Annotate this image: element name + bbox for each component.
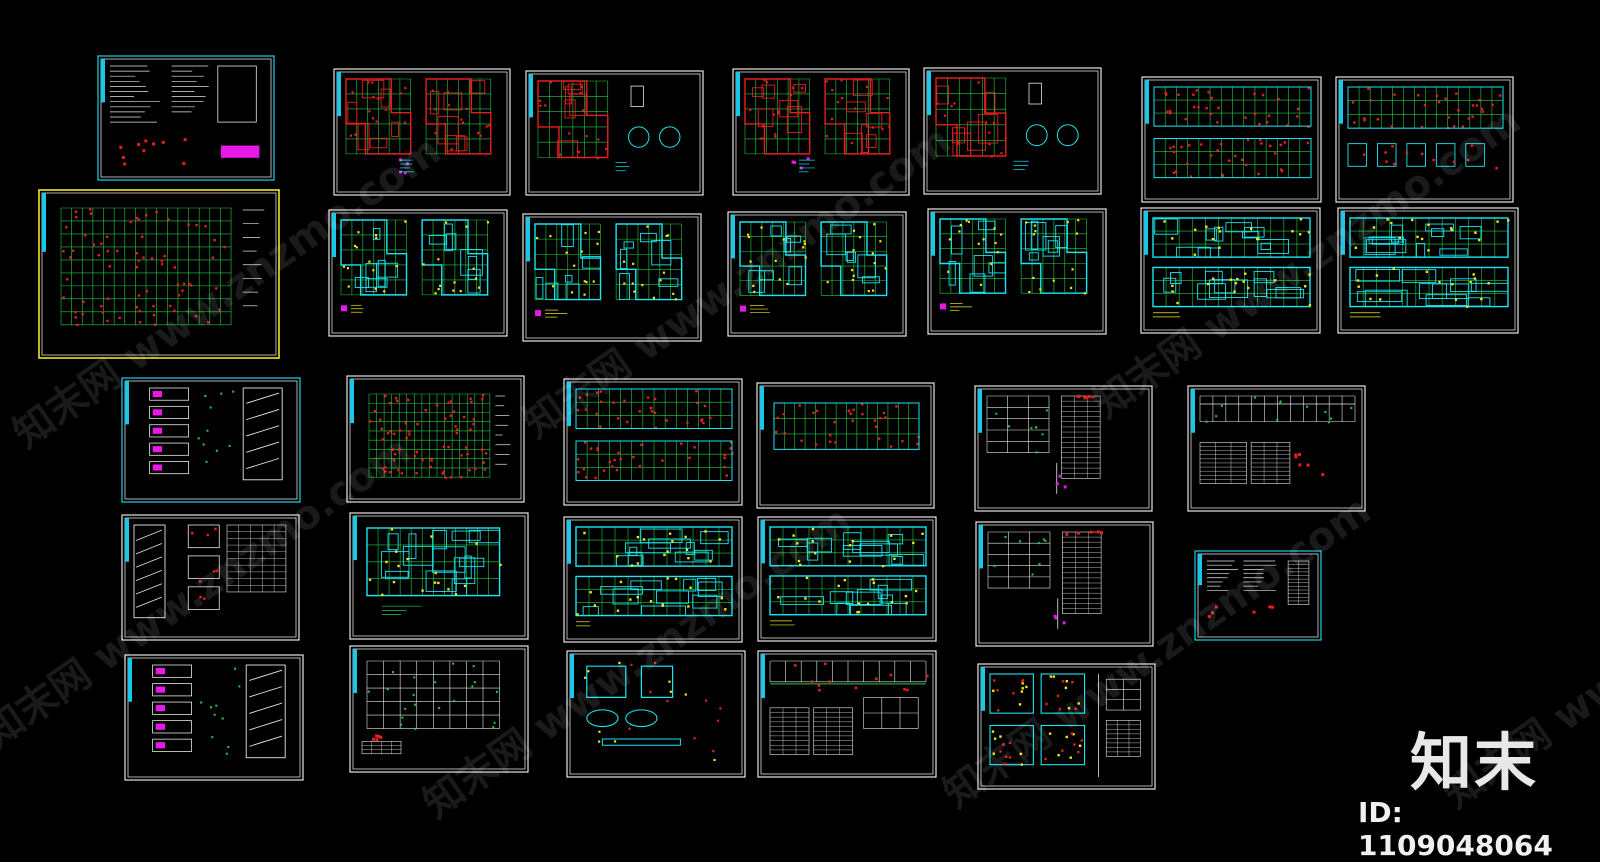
drawing-sheet-s14 (1337, 207, 1519, 334)
drawing-sheet-s26 (975, 521, 1154, 647)
drawing-sheet-s08 (1335, 76, 1514, 203)
drawing-sheet-s16 (121, 514, 300, 641)
drawing-sheet-s17 (124, 654, 304, 781)
drawing-sheet-s09 (328, 209, 508, 337)
drawing-sheet-s07 (1141, 76, 1322, 203)
drawing-sheet-s25 (757, 516, 937, 642)
drawing-sheet-s30 (757, 650, 937, 778)
drawing-sheet-s01 (97, 55, 275, 181)
drawing-sheet-s18 (346, 375, 525, 503)
drawing-sheet-s21 (974, 385, 1153, 512)
drawing-sheet-s24 (563, 516, 743, 643)
drawing-sheet-s03 (333, 68, 511, 196)
drawing-sheet-s11 (727, 211, 907, 337)
drawing-sheet-s19 (563, 378, 743, 506)
drawing-sheet-s13 (1140, 207, 1321, 334)
drawing-sheet-s06 (923, 67, 1102, 195)
drawing-sheet-s28 (349, 645, 529, 773)
drawing-sheet-s23 (349, 512, 529, 640)
drawing-sheet-s12 (927, 208, 1107, 335)
drawing-sheet-s05 (732, 68, 910, 196)
drawing-sheet-s29 (566, 650, 746, 778)
drawing-sheet-s22 (1187, 385, 1366, 512)
image-id-label: ID: 1109048064 (1358, 796, 1553, 862)
drawing-sheet-s15 (121, 377, 301, 503)
drawing-sheet-s27 (1194, 550, 1322, 641)
drawing-sheet-s31 (977, 663, 1156, 790)
drawing-sheet-s04 (525, 70, 704, 196)
drawing-sheet-s20 (756, 382, 935, 509)
drawing-sheet-s02 (38, 189, 280, 359)
drawing-sheet-s10 (522, 213, 702, 342)
brand-logo: 知末 (1410, 726, 1539, 799)
